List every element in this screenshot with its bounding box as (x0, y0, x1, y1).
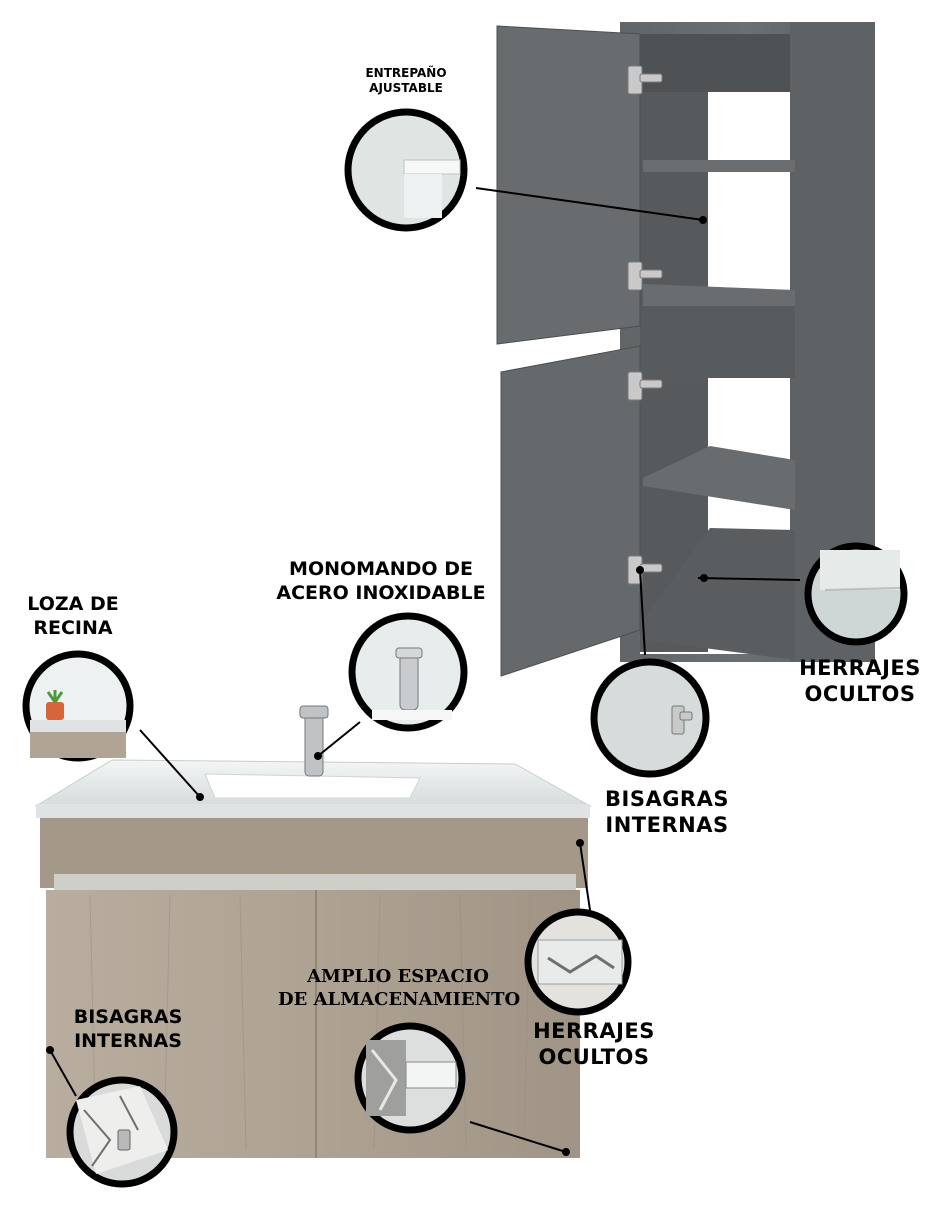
label-loza-line1: LOZA DE (27, 593, 119, 615)
label-bisagras-top: BISAGRAS INTERNAS (596, 786, 738, 839)
label-amplio-line2: DE ALMACENAMIENTO (278, 988, 521, 1010)
callout-herrajes-bottom (524, 908, 632, 1016)
label-monomando: MONOMANDO DE ACERO INOXIDABLE (268, 558, 494, 606)
callout-bisagras-top (590, 658, 710, 778)
shelf-1 (643, 160, 795, 172)
callout-monomando (348, 612, 468, 732)
label-herrajes-top-line1: HERRAJES (799, 656, 921, 680)
label-herrajes-bottom-line2: OCULTOS (538, 1045, 650, 1070)
label-herrajes-bottom-line1: HERRAJES (533, 1019, 655, 1043)
callout-loza (22, 650, 134, 762)
label-amplio-line1: AMPLIO ESPACIO (307, 966, 489, 987)
label-loza-line2: RECINA (33, 616, 113, 639)
callout-herrajes-top (804, 542, 908, 646)
label-amplio: AMPLIO ESPACIO DE ALMACENAMIENTO (278, 966, 521, 1011)
shelf-bottom (643, 528, 795, 660)
tall-door-bottom (500, 345, 641, 677)
label-entrepano: ENTREPAÑO AJUSTABLE (346, 66, 466, 96)
shelf-3 (643, 446, 795, 510)
sink-basin (204, 773, 421, 799)
label-loza: LOZA DE RECINA (14, 593, 132, 641)
hinges (627, 65, 663, 585)
label-monomando-line1: MONOMANDO DE (289, 558, 473, 580)
label-entrepano-line1: ENTREPAÑO (365, 66, 447, 80)
label-bisagras-top-line2: INTERNAS (605, 813, 729, 838)
tall-cabinet (496, 22, 875, 677)
leader-lines (46, 187, 801, 1156)
divider-panel (640, 306, 795, 378)
callout-amplio (354, 1022, 466, 1134)
label-monomando-line2: ACERO INOXIDABLE (276, 581, 486, 604)
label-bisagras-bottom-line1: BISAGRAS (73, 1006, 183, 1028)
label-bisagras-top-line1: BISAGRAS (605, 787, 729, 811)
label-herrajes-top-line2: OCULTOS (804, 682, 916, 707)
label-entrepano-line2: AJUSTABLE (369, 81, 443, 95)
callout-entrepano (344, 108, 468, 232)
label-herrajes-top: HERRAJES OCULTOS (796, 655, 924, 708)
tall-door-top (496, 25, 641, 345)
callout-bisagras-bottom (66, 1076, 178, 1188)
label-bisagras-bottom: BISAGRAS INTERNAS (60, 1006, 196, 1054)
label-bisagras-bottom-line2: INTERNAS (74, 1029, 182, 1052)
label-herrajes-bottom: HERRAJES OCULTOS (530, 1018, 658, 1071)
